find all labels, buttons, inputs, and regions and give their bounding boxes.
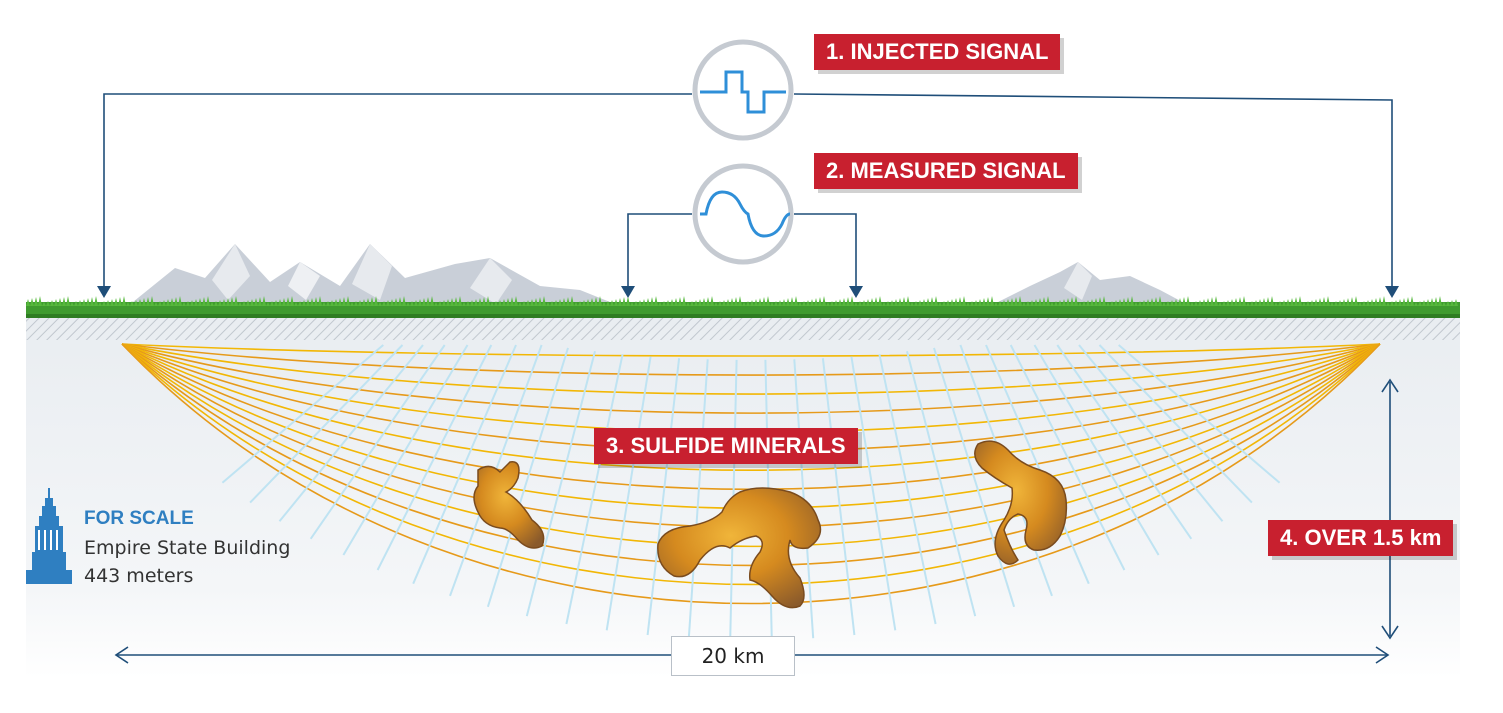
ore-body-left [473,461,545,549]
injected-signal-label: 1. INJECTED SIGNAL [814,34,1061,70]
equipotential-line [687,359,709,639]
receiver-wire [621,213,863,298]
equipotential-line [1078,344,1224,522]
equipotential-line [646,358,681,636]
field-line [121,343,1381,471]
field-line [121,343,1381,414]
depth-arrow [1381,378,1399,640]
equipotential-line [486,347,569,608]
field-line [121,343,1381,395]
equipotential-line [933,347,1016,608]
mineral-deposit-icon [473,440,1068,609]
equipotential-line [985,344,1090,585]
equipotential-line [821,358,856,636]
equipotential-lines [221,344,1281,640]
equipotential-line [1098,344,1253,504]
distance-arrow [114,646,1390,664]
equipotential-line [412,344,517,585]
equipotential-line [1009,344,1126,571]
empire-state-building-icon [26,488,72,584]
ore-body-center [657,487,822,609]
equipotential-line [1056,344,1193,540]
equipotential-line [309,344,446,540]
equipotential-line [249,344,404,504]
decay-wave-icon [692,163,794,265]
scale-reference: Empire State Building [84,537,291,559]
square-wave-icon [692,39,794,141]
measured-signal-label: 2. MEASURED SIGNAL [814,153,1078,189]
sulfide-minerals-label: 3. SULFIDE MINERALS [594,428,858,464]
equipotential-line [221,344,384,484]
equipotential-line [278,344,424,522]
field-line [121,343,1381,605]
mountain-icon [128,244,1190,306]
equipotential-line [565,353,624,625]
field-line [121,343,1381,376]
equipotential-line [1118,344,1281,484]
equipotential-line [850,356,897,631]
transmitter-wire [97,93,1399,298]
scale-title: FOR SCALE [84,508,194,529]
equipotential-line [878,353,937,625]
equipotential-line [906,351,977,617]
equipotential-line [376,344,493,571]
ore-body-right [974,440,1068,565]
depth-label: 4. OVER 1.5 km [1268,520,1454,556]
scale-height: 443 meters [84,565,194,587]
grass-icon [26,296,1460,318]
field-line [121,343,1381,357]
field-line [121,343,1381,548]
distance-label: 20 km [671,636,795,676]
equipotential-line [342,344,469,556]
equipotential-line [1033,344,1160,556]
equipotential-line [605,356,652,631]
equipotential-line [525,351,596,617]
soil-hatch [26,314,1460,340]
